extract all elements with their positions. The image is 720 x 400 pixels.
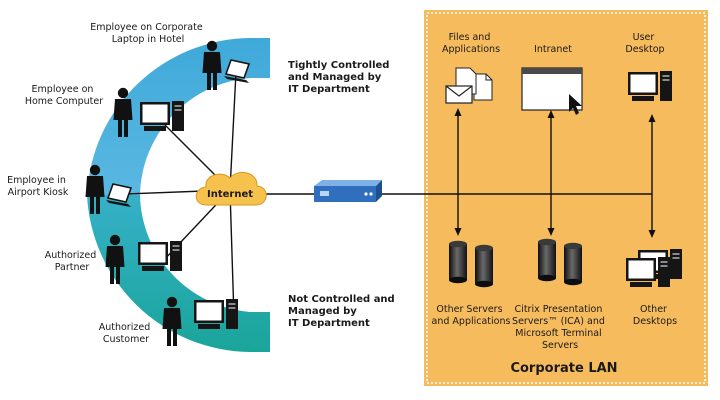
access-gateway-appliance-icon (314, 180, 382, 202)
desktop-computer-icon (625, 256, 671, 288)
mouse-cursor-icon (569, 94, 582, 115)
server-cylinder-icon (449, 240, 467, 284)
lan-connections (454, 108, 656, 238)
remote-airport-kiosk: Employee in Airport Kiosk (7, 164, 132, 214)
lan-user-desktop: User Desktop (625, 32, 673, 102)
label-other-servers: Other Servers and Applications (432, 304, 511, 327)
label-airport-kiosk: Employee in Airport Kiosk (7, 175, 69, 198)
lan-files-applications: Files and Applications (442, 32, 500, 104)
remote-home-computer: Employee on Home Computer (25, 84, 185, 137)
controlled-zone-arc (87, 38, 270, 195)
label-uncontrolled-zone: Not Controlled and Managed by IT Departm… (288, 294, 398, 329)
desktop-computer-icon (627, 70, 673, 102)
internet-cloud-icon: Internet (195, 171, 267, 206)
label-controlled-zone: Tightly Controlled and Managed by IT Dep… (288, 60, 393, 95)
remote-customer: Authorized Customer (99, 296, 239, 346)
label-other-desktops: Other Desktops (633, 304, 677, 327)
lan-other-desktops: Other Desktops (625, 248, 683, 327)
remote-partner: Authorized Partner (45, 234, 183, 284)
desktop-computer-icon (193, 298, 239, 330)
server-cylinder-icon (564, 242, 582, 286)
label-intranet: Intranet (534, 44, 572, 55)
label-customer: Authorized Customer (99, 322, 154, 345)
server-cylinder-icon (475, 244, 493, 288)
remote-laptop-hotel: Employee on Corporate Laptop in Hotel (90, 22, 250, 90)
desktop-computer-icon (137, 240, 183, 272)
label-citrix-servers: Citrix Presentation Servers™ (ICA) and M… (512, 304, 608, 351)
lan-other-servers: Other Servers and Applications (432, 240, 511, 327)
internet-label: Internet (207, 189, 253, 200)
files-envelope-icon (445, 67, 493, 104)
desktop-computer-icon (139, 100, 185, 132)
label-user-desktop: User Desktop (625, 32, 664, 55)
lan-citrix-servers: Citrix Presentation Servers™ (ICA) and M… (512, 238, 608, 351)
lan-intranet: Intranet (521, 44, 583, 115)
label-files-applications: Files and Applications (442, 32, 500, 55)
label-laptop-hotel: Employee on Corporate Laptop in Hotel (90, 22, 205, 45)
label-home-computer: Employee on Home Computer (25, 84, 103, 107)
label-partner: Authorized Partner (45, 250, 100, 273)
uncontrolled-zone-arc (87, 195, 270, 352)
server-cylinder-icon (538, 238, 556, 282)
corporate-lan-title: Corporate LAN (510, 361, 617, 376)
